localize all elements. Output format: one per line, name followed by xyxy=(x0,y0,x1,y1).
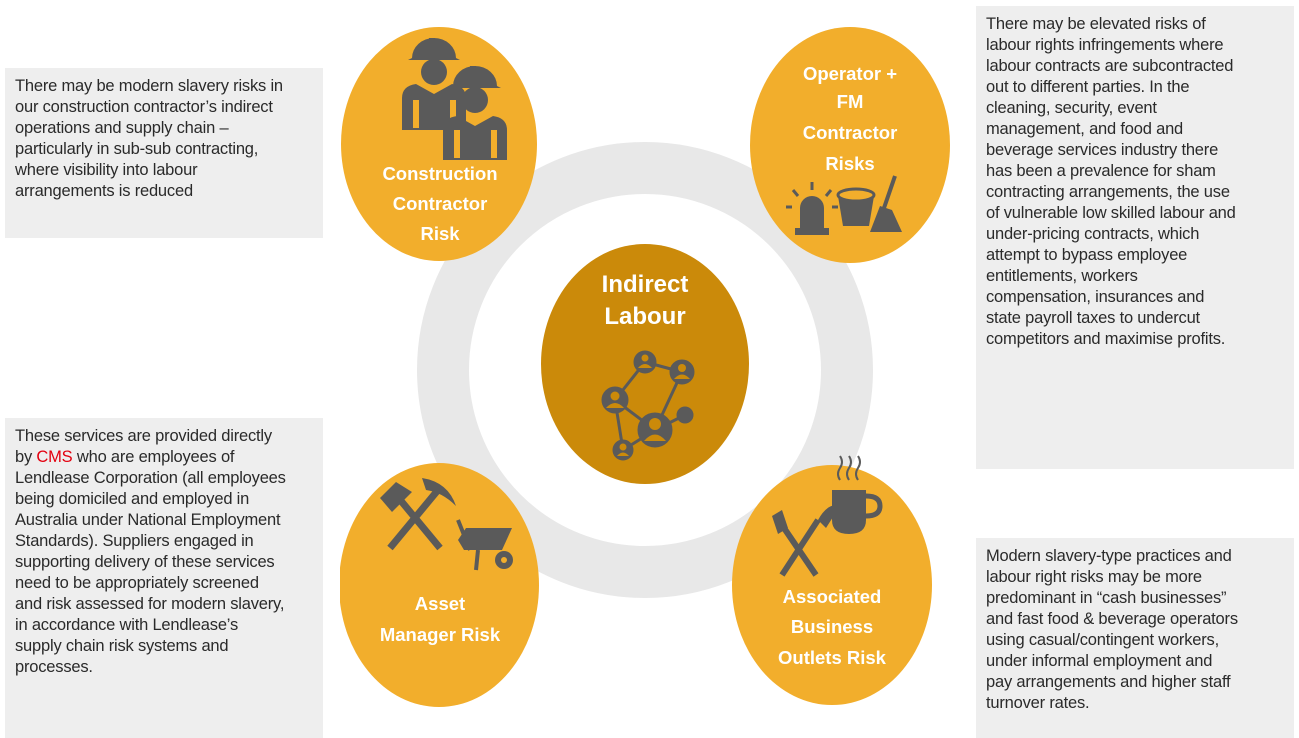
text-line: out to different parties. In the xyxy=(986,78,1190,96)
siren-bucket-broom-icon xyxy=(786,175,902,235)
indirect-labour-diagram: Indirect Labour xyxy=(340,27,950,707)
center-label-line2: Labour xyxy=(604,303,685,330)
text-line: predominant in “cash businesses” xyxy=(986,589,1227,607)
text-line: supporting delivery of these services xyxy=(15,553,275,571)
text-line: supply chain risk systems and xyxy=(15,637,229,655)
text-fragment: by xyxy=(15,448,37,466)
operator-node-circle xyxy=(750,27,950,263)
text-line: of vulnerable low skilled labour and xyxy=(986,204,1236,222)
text-line: management, and food and xyxy=(986,120,1184,138)
text-line: labour right risks may be more xyxy=(986,568,1202,586)
operator-fm-contractor-node: Operator + FM Contractor Risks xyxy=(750,27,950,263)
operator-label-line1: Operator + xyxy=(803,63,897,84)
text-line: by CMS who are employees of xyxy=(15,447,313,468)
text-line: These services are provided directly xyxy=(15,427,272,445)
operator-label-line4: Risks xyxy=(825,153,874,174)
outlets-label-line2: Business xyxy=(791,616,873,637)
text-line: state payroll taxes to undercut xyxy=(986,309,1200,327)
text-line: arrangements is reduced xyxy=(15,182,193,200)
text-line: particularly in sub-sub contracting, xyxy=(15,140,259,158)
text-line: and risk assessed for modern slavery, xyxy=(15,595,285,613)
text-line: entitlements, workers xyxy=(986,267,1138,285)
asset-label-line1: Asset xyxy=(415,593,465,614)
operator-label-line2: FM xyxy=(837,91,864,112)
construction-label-line3: Risk xyxy=(420,223,460,244)
construction-label-line1: Construction xyxy=(382,163,497,184)
text-line: in accordance with Lendlease’s xyxy=(15,616,239,634)
text-line: under-pricing contracts, which xyxy=(986,225,1200,243)
text-line: beverage services industry there xyxy=(986,141,1219,159)
background-ring xyxy=(417,142,873,598)
center-node: Indirect Labour xyxy=(541,244,749,484)
text-line: need to be appropriately screened xyxy=(15,574,259,592)
text-line: attempt to bypass employee xyxy=(986,246,1188,264)
text-line: contracting arrangements, the use xyxy=(986,183,1230,201)
text-line: cleaning, security, event xyxy=(986,99,1157,117)
text-line: processes. xyxy=(15,658,93,676)
operator-label-line3: Contractor xyxy=(803,122,898,143)
hammer-pick-wheelbarrow-icon xyxy=(380,478,513,571)
text-line: and fast food & beverage operators xyxy=(986,610,1238,628)
text-line: competitors and maximise profits. xyxy=(986,330,1226,348)
text-line: being domiciled and employed in xyxy=(15,490,250,508)
text-line: Standards). Suppliers engaged in xyxy=(15,532,254,550)
text-line: Australia under National Employment xyxy=(15,511,281,529)
text-line: labour rights infringements where xyxy=(986,36,1224,54)
text-line: There may be modern slavery risks in xyxy=(15,77,283,95)
text-line: labour contracts are subcontracted xyxy=(986,57,1234,75)
text-line: our construction contractor’s indirect xyxy=(15,98,273,116)
fork-knife-coffee-icon xyxy=(772,455,883,577)
text-line: Modern slavery-type practices and xyxy=(986,547,1232,565)
text-line: under informal employment and xyxy=(986,652,1213,670)
text-line: turnover rates. xyxy=(986,694,1090,712)
associated-business-outlets-node: Associated Business Outlets Risk xyxy=(732,455,932,705)
construction-label-line2: Contractor xyxy=(393,193,488,214)
construction-contractor-node: Construction Contractor Risk xyxy=(341,27,537,261)
text-line: where visibility into labour xyxy=(15,161,198,179)
outlets-label-line1: Associated xyxy=(783,586,882,607)
business-outlets-risk-description: Modern slavery-type practices and labour… xyxy=(976,538,1294,738)
text-line: pay arrangements and higher staff xyxy=(986,673,1231,691)
cms-highlight: CMS xyxy=(36,448,73,466)
network-people-icon xyxy=(601,350,695,461)
center-label-line1: Indirect xyxy=(602,271,689,298)
construction-risk-description: There may be modern slavery risks in our… xyxy=(5,68,323,238)
asset-manager-node: Asset Manager Risk xyxy=(340,463,539,707)
asset-node-circle xyxy=(340,463,539,707)
text-line: operations and supply chain – xyxy=(15,119,229,137)
asset-label-line2: Manager Risk xyxy=(380,624,501,645)
operator-fm-risk-description: There may be elevated risks of labour ri… xyxy=(976,6,1294,469)
text-fragment: who are employees of xyxy=(72,448,235,466)
text-line: using casual/contingent workers, xyxy=(986,631,1219,649)
text-line: Lendlease Corporation (all employees xyxy=(15,469,286,487)
text-line: There may be elevated risks of xyxy=(986,15,1206,33)
asset-manager-risk-description: These services are provided directly by … xyxy=(5,418,323,738)
construction-workers-icon xyxy=(402,38,507,160)
outlets-label-line3: Outlets Risk xyxy=(778,647,887,668)
text-line: compensation, insurances and xyxy=(986,288,1205,306)
text-line: has been a prevalence for sham xyxy=(986,162,1216,180)
